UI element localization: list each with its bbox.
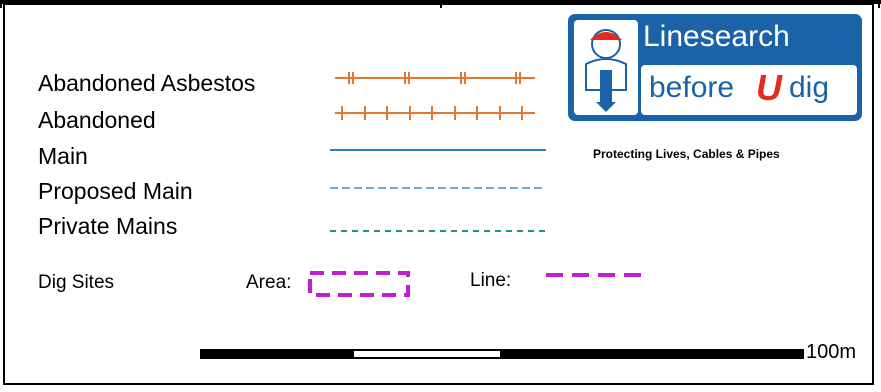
digger-figure-icon [574, 20, 638, 115]
legend-frame [3, 3, 874, 385]
legend-label-abandoned: Abandoned [38, 107, 156, 133]
legend-label-abandoned-asbestos: Abandoned Asbestos [38, 70, 256, 96]
proposed-main-symbol [330, 187, 546, 189]
legend-label-main: Main [38, 143, 88, 169]
scale-bar-label: 100m [806, 341, 857, 363]
logo-linesearch-text: Linesearch [643, 20, 790, 53]
main-symbol [330, 149, 546, 151]
logo-tagline: Protecting Lives, Cables & Pipes [593, 147, 780, 161]
abandoned-symbol [335, 106, 535, 120]
dig-line-symbol [546, 273, 646, 277]
dig-area-symbol [308, 271, 410, 297]
logo-panel: before U dig [641, 65, 857, 115]
linesearch-logo: Linesearch before U dig [568, 14, 862, 121]
scale-bar [200, 349, 804, 359]
dig-line-label: Line: [470, 270, 512, 291]
abandoned-asbestos-symbol [335, 72, 535, 84]
logo-before-text: before [649, 71, 735, 104]
dig-area-label: Area: [246, 272, 292, 293]
scale-segment [200, 349, 353, 359]
dig-sites-label: Dig Sites [38, 272, 115, 293]
private-mains-symbol [330, 230, 546, 232]
legend-label-proposed-main: Proposed Main [38, 178, 193, 204]
scale-segment [352, 349, 502, 359]
scale-segment [501, 349, 804, 359]
legend-label-private-mains: Private Mains [38, 213, 178, 239]
logo-dig-text: dig [789, 71, 830, 104]
logo-u-text: U [756, 67, 782, 108]
top-tick [0, 0, 2, 8]
top-tick [878, 0, 880, 8]
